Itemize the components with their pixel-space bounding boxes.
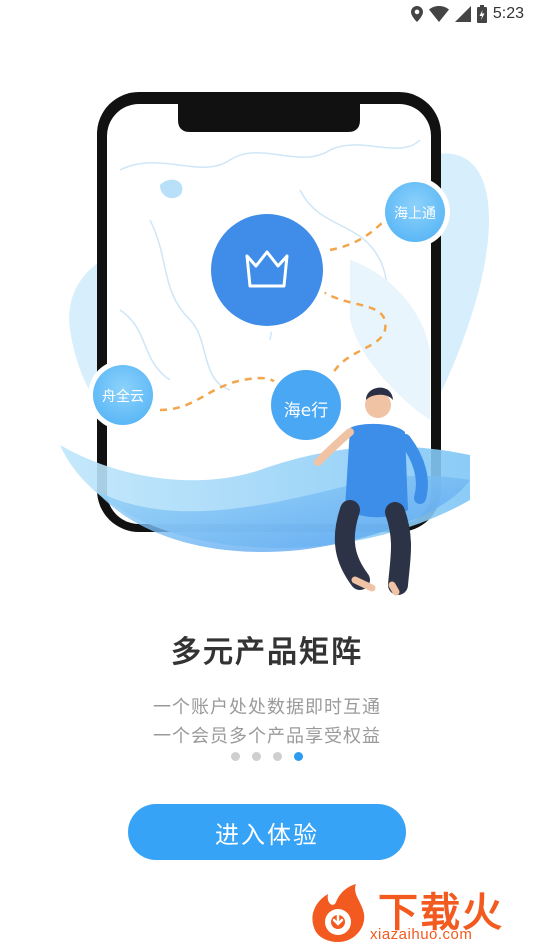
page-dot-4-active[interactable] [294,752,303,761]
subtitle-line-2: 一个会员多个产品享受权益 [153,726,381,747]
person-illustration [314,387,428,596]
page-dot-2[interactable] [252,752,261,761]
watermark-text: 下载火 [378,890,504,936]
enter-experience-button[interactable]: 进入体验 [128,804,406,860]
watermark-url: xiazaihuo.com [370,926,473,943]
product-matrix-illustration [60,92,490,596]
page-dot-3[interactable] [273,752,282,761]
wifi-icon [428,6,449,22]
page-title: 多元产品矩阵 [171,635,363,670]
bubble-haishang: 海上通 [394,206,436,222]
bubble-zhouquan: 舟全云 [102,389,144,405]
bubble-haie: 海e行 [283,401,329,421]
flame-logo-icon [312,884,365,942]
clock: 5:23 [492,5,524,22]
signal-icon [454,6,471,22]
subtitle-line-1: 一个账户处处数据即时互通 [153,697,381,718]
crown-icon [245,250,289,288]
watermark: 下载火 xiazaihuo.com [306,878,526,946]
status-bar: 5:23 [0,0,534,28]
page-indicator [0,752,534,761]
page-dot-1[interactable] [231,752,240,761]
battery-icon [476,5,487,23]
location-icon [410,6,423,22]
